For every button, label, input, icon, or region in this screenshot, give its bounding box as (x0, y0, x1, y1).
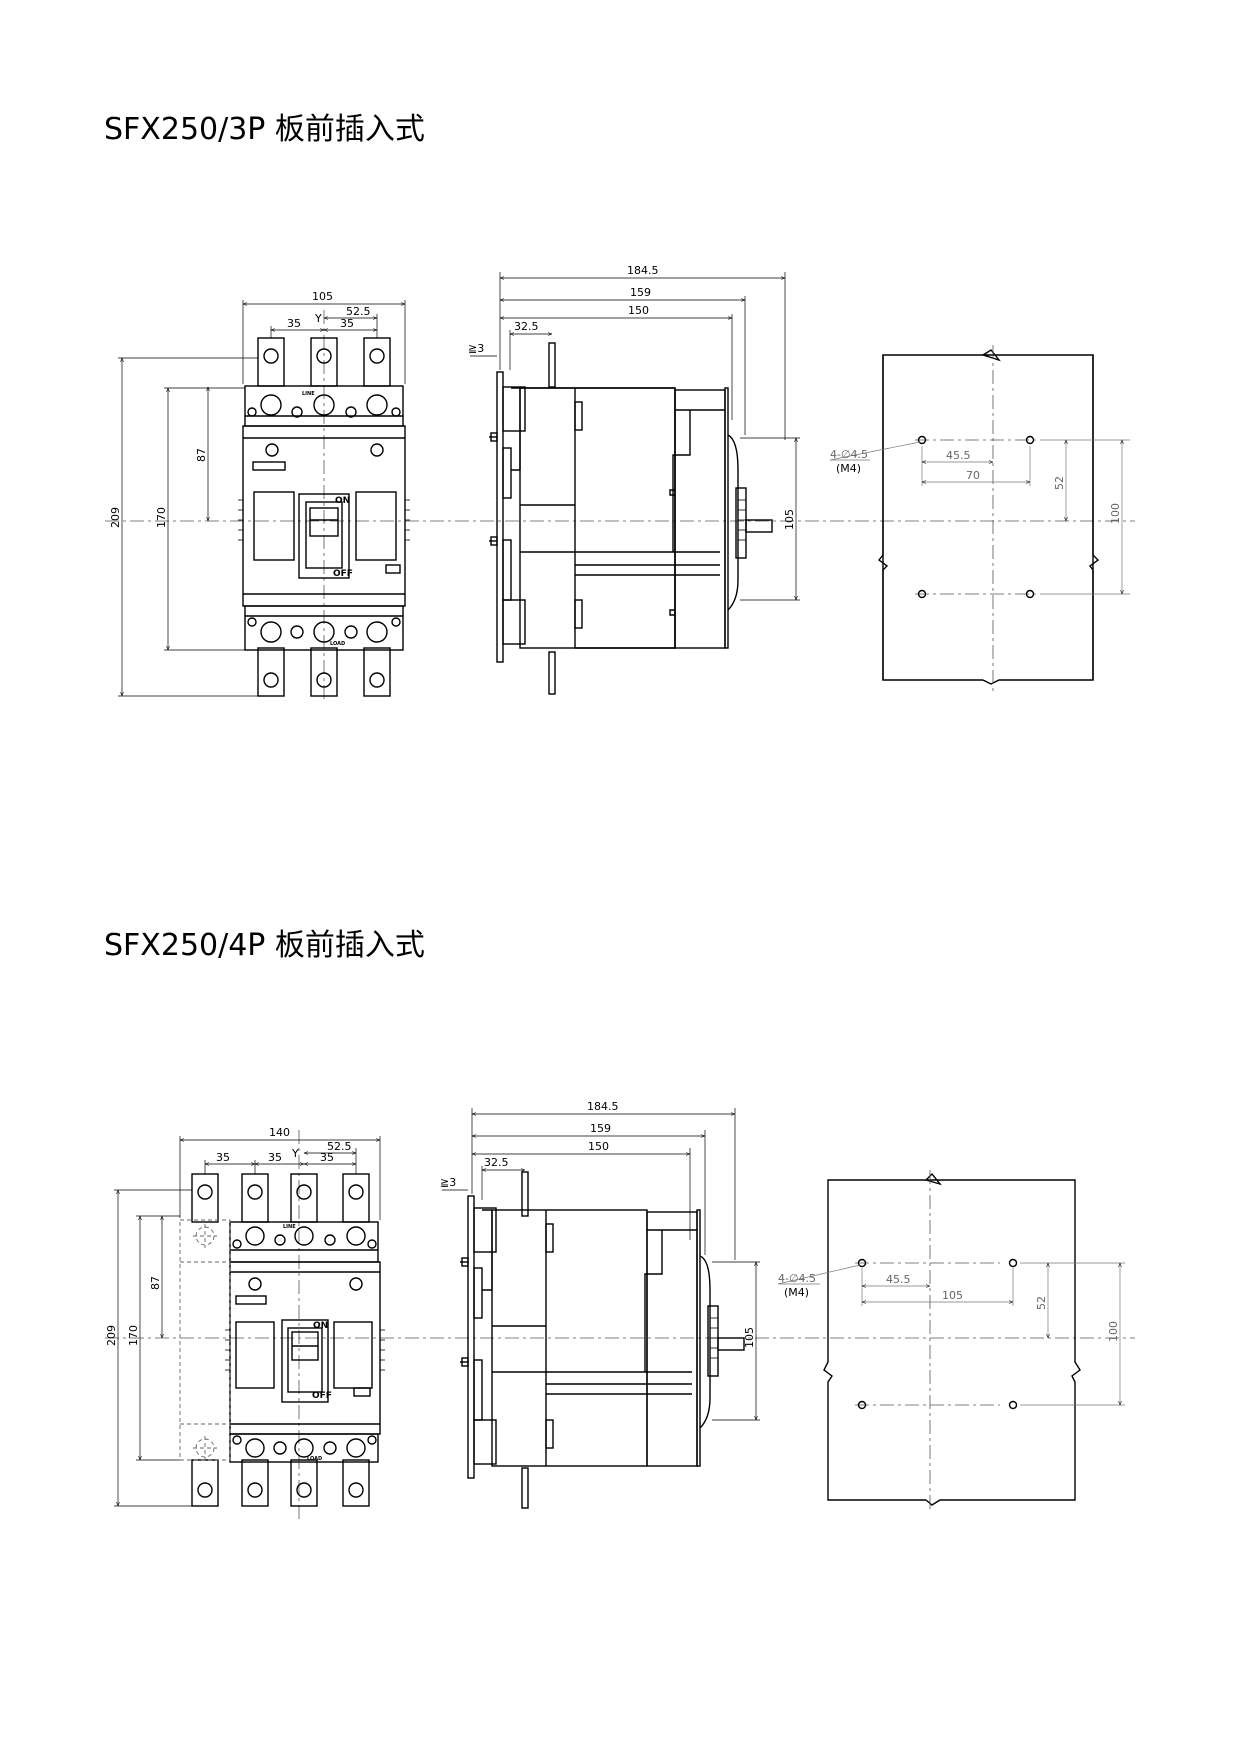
dim-height-4p: 105 (743, 1327, 756, 1348)
on-label-3p: ON (335, 496, 350, 506)
side-view-3p: 184.5 159 150 32.5 ≧3 105 (468, 264, 800, 695)
line-label-3p: LINE (302, 391, 315, 397)
dim-c-4p: 52 (1035, 1296, 1048, 1310)
dim-h-total-4p: 209 (105, 1325, 118, 1346)
dim-h-half-4p: 87 (149, 1276, 162, 1290)
dim-pitch-b-4p: 35 (216, 1151, 230, 1164)
dim-depth-3-4p: 150 (588, 1140, 609, 1153)
dim-d-4p: 100 (1107, 1321, 1120, 1342)
dim-pitch-a-4p: 52.5 (327, 1140, 352, 1153)
dim-depth-2-4p: 159 (590, 1122, 611, 1135)
title-3p: SFX250/3P 板前插入式 (104, 112, 425, 147)
dim-a-3p: 45.5 (946, 449, 971, 462)
dim-depth-2-3p: 159 (630, 286, 651, 299)
thread-label-4p: (M4) (784, 1286, 809, 1299)
panel-cutout-3p: 4-∅4.5 (M4) 45.5 70 52 100 (829, 345, 1130, 692)
holes-label-4p: 4-∅4.5 (778, 1272, 816, 1285)
dim-gap-3p: ≧3 (468, 342, 484, 355)
dim-depth-4-3p: 32.5 (514, 320, 539, 333)
dim-depth-4-4p: 32.5 (484, 1156, 509, 1169)
load-label-4p: LOAD (307, 1456, 322, 1462)
on-label-4p: ON (313, 1321, 328, 1331)
dim-h-half-3p: 87 (195, 448, 208, 462)
dim-gap-4p: ≧3 (440, 1176, 456, 1189)
axis-y-4p: Y (291, 1147, 299, 1160)
dim-pitch-c-4p: 35 (268, 1151, 282, 1164)
dim-c-3p: 52 (1053, 476, 1066, 490)
drawing-3p: ON OFF LINE LOAD 105 52.5 (105, 264, 1135, 700)
front-view-3p: ON OFF LINE LOAD 105 52.5 (105, 290, 1135, 700)
dim-d-3p: 100 (1109, 503, 1122, 524)
load-label-3p: LOAD (330, 641, 345, 647)
dim-b-4p: 105 (942, 1289, 963, 1302)
thread-label-3p: (M4) (836, 462, 861, 475)
dim-pitch-b-3p: 35 (287, 317, 301, 330)
drawing-4p: ON OFF LINE LOAD 140 52.5 35 (105, 1100, 1135, 1520)
line-label-4p: LINE (283, 1224, 296, 1230)
dim-height-3p: 105 (783, 509, 796, 530)
off-label-4p: OFF (312, 1391, 332, 1401)
dim-width-3p: 105 (312, 290, 333, 303)
dim-h-body-3p: 170 (155, 507, 168, 528)
dim-pitch-a-3p: 52.5 (346, 305, 371, 318)
dim-pitch-d-4p: 35 (320, 1151, 334, 1164)
axis-y-3p: Y (314, 312, 322, 325)
dim-depth-1-4p: 184.5 (587, 1100, 619, 1113)
title-4p: SFX250/4P 板前插入式 (104, 928, 425, 963)
dim-width-4p: 140 (269, 1126, 290, 1139)
dim-h-body-4p: 170 (127, 1325, 140, 1346)
dim-depth-1-3p: 184.5 (627, 264, 659, 277)
dim-pitch-c-3p: 35 (340, 317, 354, 330)
side-view-4p: 184.5 159 150 32.5 ≧3 105 (440, 1100, 760, 1509)
front-view-4p: ON OFF LINE LOAD 140 52.5 35 (105, 1126, 1135, 1520)
dim-depth-3-3p: 150 (628, 304, 649, 317)
panel-cutout-4p: 4-∅4.5 (M4) 45.5 105 52 100 (777, 1170, 1125, 1512)
off-label-3p: OFF (333, 569, 353, 579)
dim-h-total-3p: 209 (109, 507, 122, 528)
dim-b-3p: 70 (966, 469, 980, 482)
dim-a-4p: 45.5 (886, 1273, 911, 1286)
holes-label-3p: 4-∅4.5 (830, 448, 868, 461)
